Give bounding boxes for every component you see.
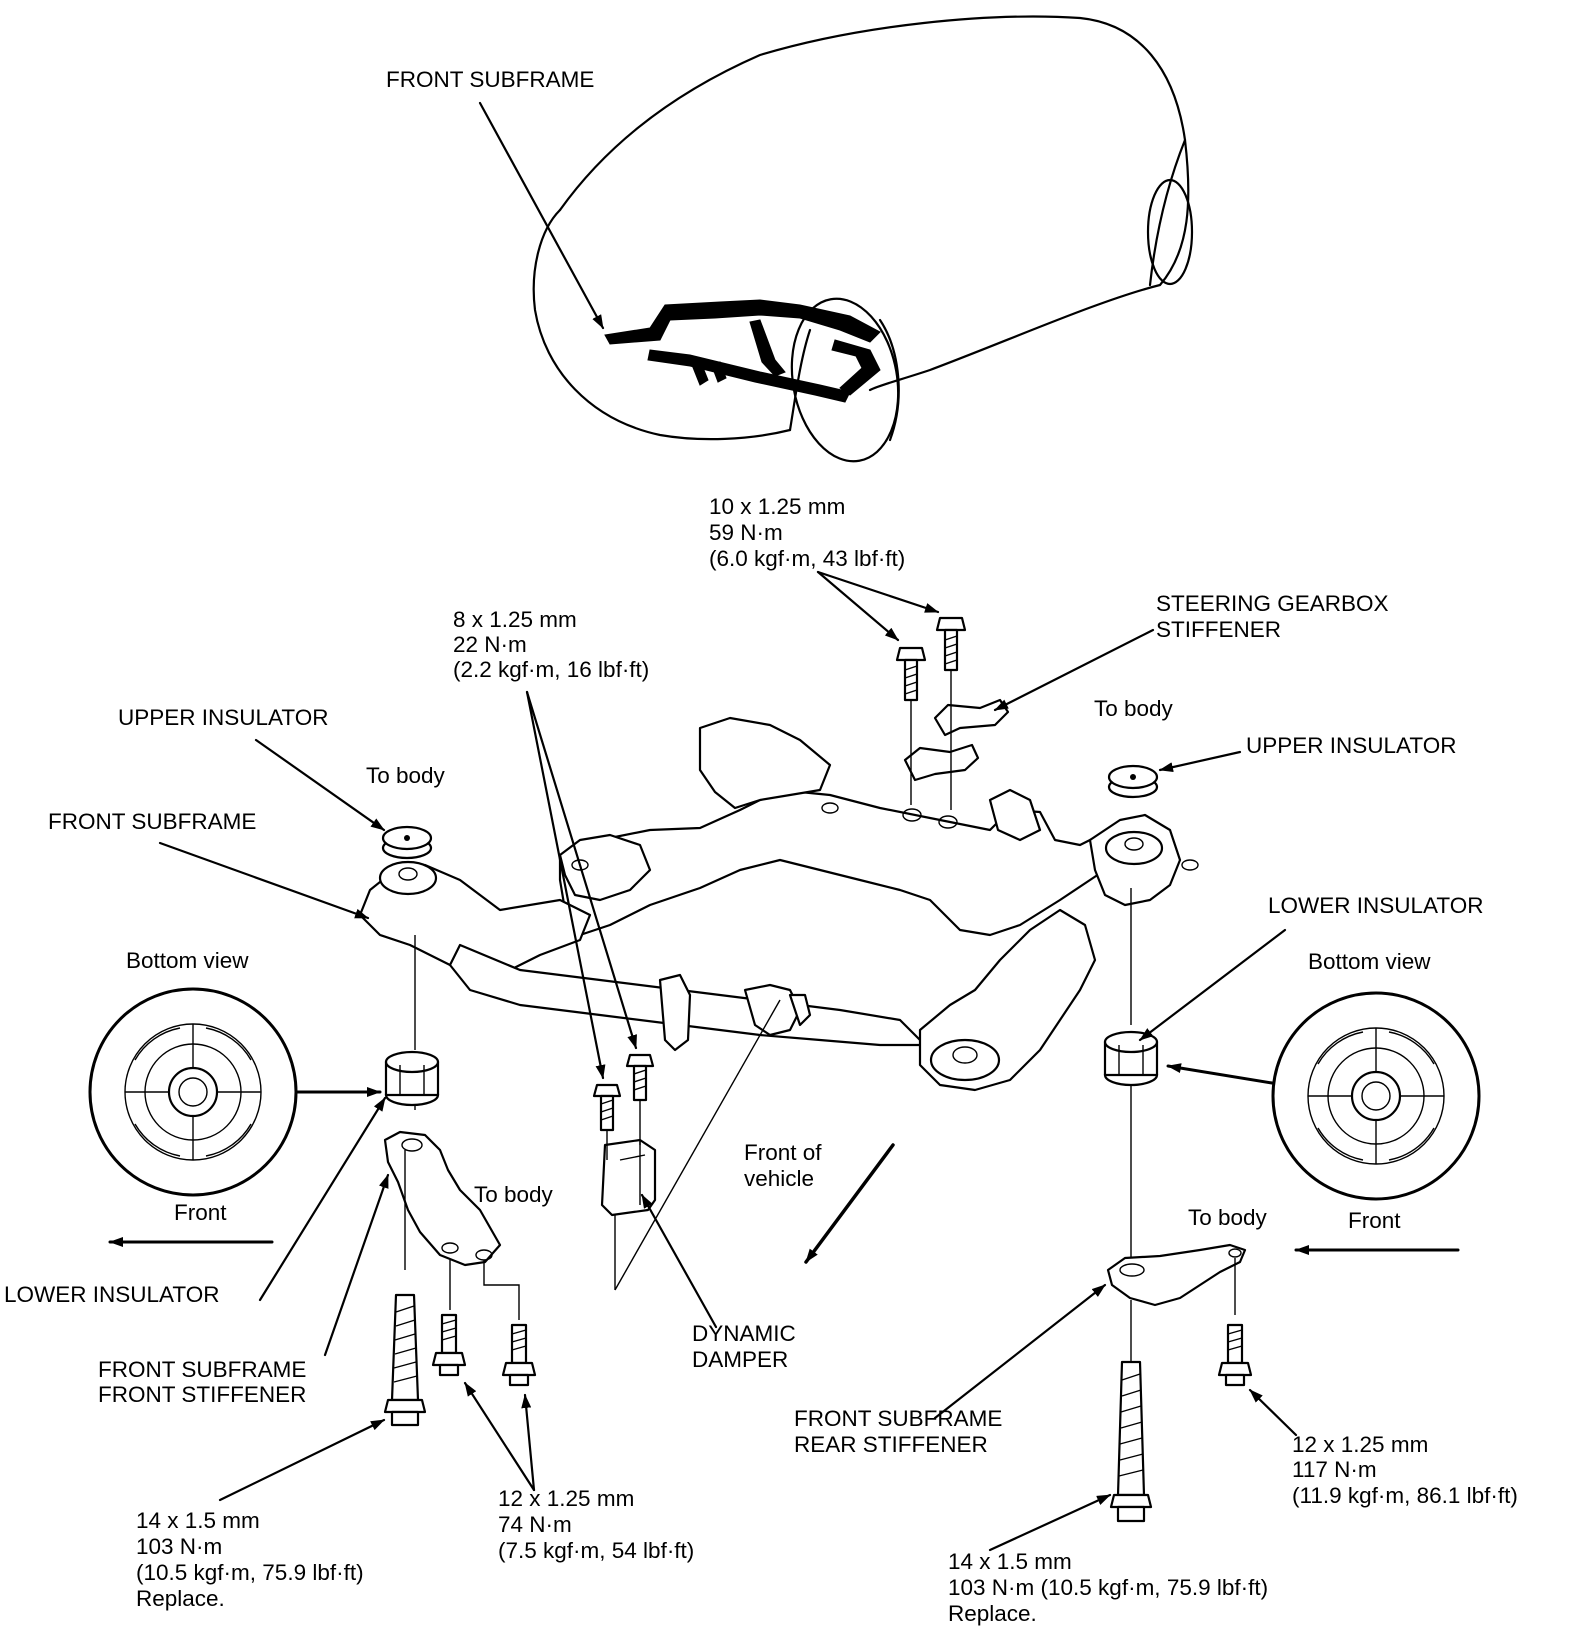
label-front-right: Front — [1348, 1208, 1401, 1233]
bottom-view-left — [88, 987, 298, 1197]
lower-insulator-right — [1103, 1030, 1159, 1087]
label-14mm-left-note: Replace. — [136, 1586, 225, 1611]
bolt-14mm-right — [1109, 1360, 1153, 1523]
bolt-12mm-left-b — [501, 1323, 537, 1387]
upper-insulator-left — [381, 825, 433, 860]
label-14mm-right-size: 14 x 1.5 mm — [948, 1549, 1072, 1574]
label-8mm-torque: 22 N·m — [453, 632, 527, 657]
label-front-of-vehicle-2: vehicle — [744, 1166, 814, 1191]
leader-dynamic-damper — [640, 1193, 718, 1329]
label-bottom-view-right: Bottom view — [1308, 949, 1431, 974]
label-lower-insulator-right: LOWER INSULATOR — [1268, 893, 1483, 918]
leader-8mm-a — [525, 690, 606, 1080]
label-12mm-right-torque-alt: (11.9 kgf·m, 86.1 lbf·ft) — [1292, 1483, 1518, 1508]
car-subframe-silhouette — [604, 299, 881, 403]
label-10mm-torque-alt: (6.0 kgf·m, 43 lbf·ft) — [709, 546, 905, 571]
leader-rear-stiffener — [933, 1283, 1107, 1420]
car-body-outline — [532, 15, 1194, 463]
front-subframe-rear-stiffener — [1106, 1243, 1247, 1307]
leader-12mm-left-a — [463, 1381, 536, 1492]
bolt-12mm-left-a — [431, 1313, 467, 1377]
label-12mm-left-torque: 74 N·m — [498, 1512, 572, 1537]
bolt-8mm-left — [592, 1083, 622, 1132]
upper-insulator-right — [1107, 764, 1159, 799]
leader-10mm-a — [816, 570, 900, 642]
front-subframe-front-stiffener — [383, 1130, 502, 1267]
leader-front-stiffener — [323, 1173, 390, 1357]
label-front-stiffener-1: FRONT SUBFRAME — [98, 1357, 306, 1382]
label-upper-insulator-left: UPPER INSULATOR — [118, 705, 328, 730]
leader-front-subframe-top — [478, 101, 605, 330]
leader-upper-insulator-left — [254, 738, 386, 832]
leader-10mm-b — [816, 570, 940, 614]
leader-12mm-right — [1248, 1388, 1298, 1437]
label-12mm-left-size: 12 x 1.25 mm — [498, 1486, 634, 1511]
label-front-subframe-left: FRONT SUBFRAME — [48, 809, 256, 834]
bottom-view-right — [1271, 991, 1481, 1201]
label-12mm-right-torque: 117 N·m — [1292, 1457, 1377, 1482]
lower-insulator-left — [384, 1050, 440, 1107]
steering-gearbox-stiffener — [903, 698, 1010, 782]
label-to-body-upper-left: To body — [366, 763, 446, 788]
arrow-front-of-vehicle — [804, 1143, 895, 1264]
leader-14mm-right — [988, 1493, 1112, 1552]
bolt-12mm-right — [1217, 1323, 1253, 1387]
bolt-14mm-left — [383, 1293, 427, 1427]
leader-steering-stiffener — [993, 628, 1155, 712]
label-to-body-lower-right: To body — [1188, 1205, 1268, 1230]
label-dynamic-damper-2: DAMPER — [692, 1347, 788, 1372]
label-rear-stiffener-2: REAR STIFFENER — [794, 1432, 988, 1457]
bolt-10mm-left — [895, 646, 927, 702]
label-14mm-right-torque: 103 N·m (10.5 kgf·m, 75.9 lbf·ft) — [948, 1575, 1268, 1600]
label-lower-insulator-left: LOWER INSULATOR — [4, 1282, 219, 1307]
bolt-10mm-right — [935, 616, 967, 672]
leader-lower-insulator-right — [1138, 928, 1287, 1042]
label-14mm-left-torque: 103 N·m — [136, 1534, 222, 1559]
label-rear-stiffener-1: FRONT SUBFRAME — [794, 1406, 1002, 1431]
label-10mm-torque: 59 N·m — [709, 520, 783, 545]
leader-12mm-left-b — [521, 1393, 536, 1492]
label-to-body-lower-left: To body — [474, 1182, 554, 1207]
label-front-stiffener-2: FRONT STIFFENER — [98, 1382, 306, 1407]
leader-14mm-left — [218, 1418, 386, 1502]
leader-lower-insulator-left — [258, 1096, 387, 1302]
leader-upper-insulator-right — [1158, 750, 1242, 773]
label-12mm-right-size: 12 x 1.25 mm — [1292, 1432, 1428, 1457]
bolt-8mm-right — [625, 1053, 655, 1102]
label-14mm-right-note: Replace. — [948, 1601, 1037, 1626]
label-front-of-vehicle-1: Front of — [744, 1140, 822, 1165]
label-10mm-size: 10 x 1.25 mm — [709, 494, 845, 519]
label-upper-insulator-right: UPPER INSULATOR — [1246, 733, 1456, 758]
label-dynamic-damper-1: DYNAMIC — [692, 1321, 796, 1346]
label-8mm-torque-alt: (2.2 kgf·m, 16 lbf·ft) — [453, 657, 649, 682]
label-8mm-size: 8 x 1.25 mm — [453, 607, 577, 632]
label-steering-stiffener-1: STEERING GEARBOX — [1156, 591, 1389, 616]
label-steering-stiffener-2: STIFFENER — [1156, 617, 1281, 642]
arrow-bottom-view-right — [1166, 1063, 1274, 1085]
label-14mm-left-torque-alt: (10.5 kgf·m, 75.9 lbf·ft) — [136, 1560, 364, 1585]
label-14mm-left-size: 14 x 1.5 mm — [136, 1508, 260, 1533]
label-front-left: Front — [174, 1200, 227, 1225]
label-12mm-left-torque-alt: (7.5 kgf·m, 54 lbf·ft) — [498, 1538, 694, 1563]
label-front-subframe-top: FRONT SUBFRAME — [386, 67, 594, 92]
label-to-body-upper-right: To body — [1094, 696, 1174, 721]
leader-front-subframe-left — [158, 841, 370, 920]
front-subframe-main — [358, 716, 1199, 1092]
leader-8mm-b — [525, 690, 638, 1050]
label-bottom-view-left: Bottom view — [126, 948, 249, 973]
